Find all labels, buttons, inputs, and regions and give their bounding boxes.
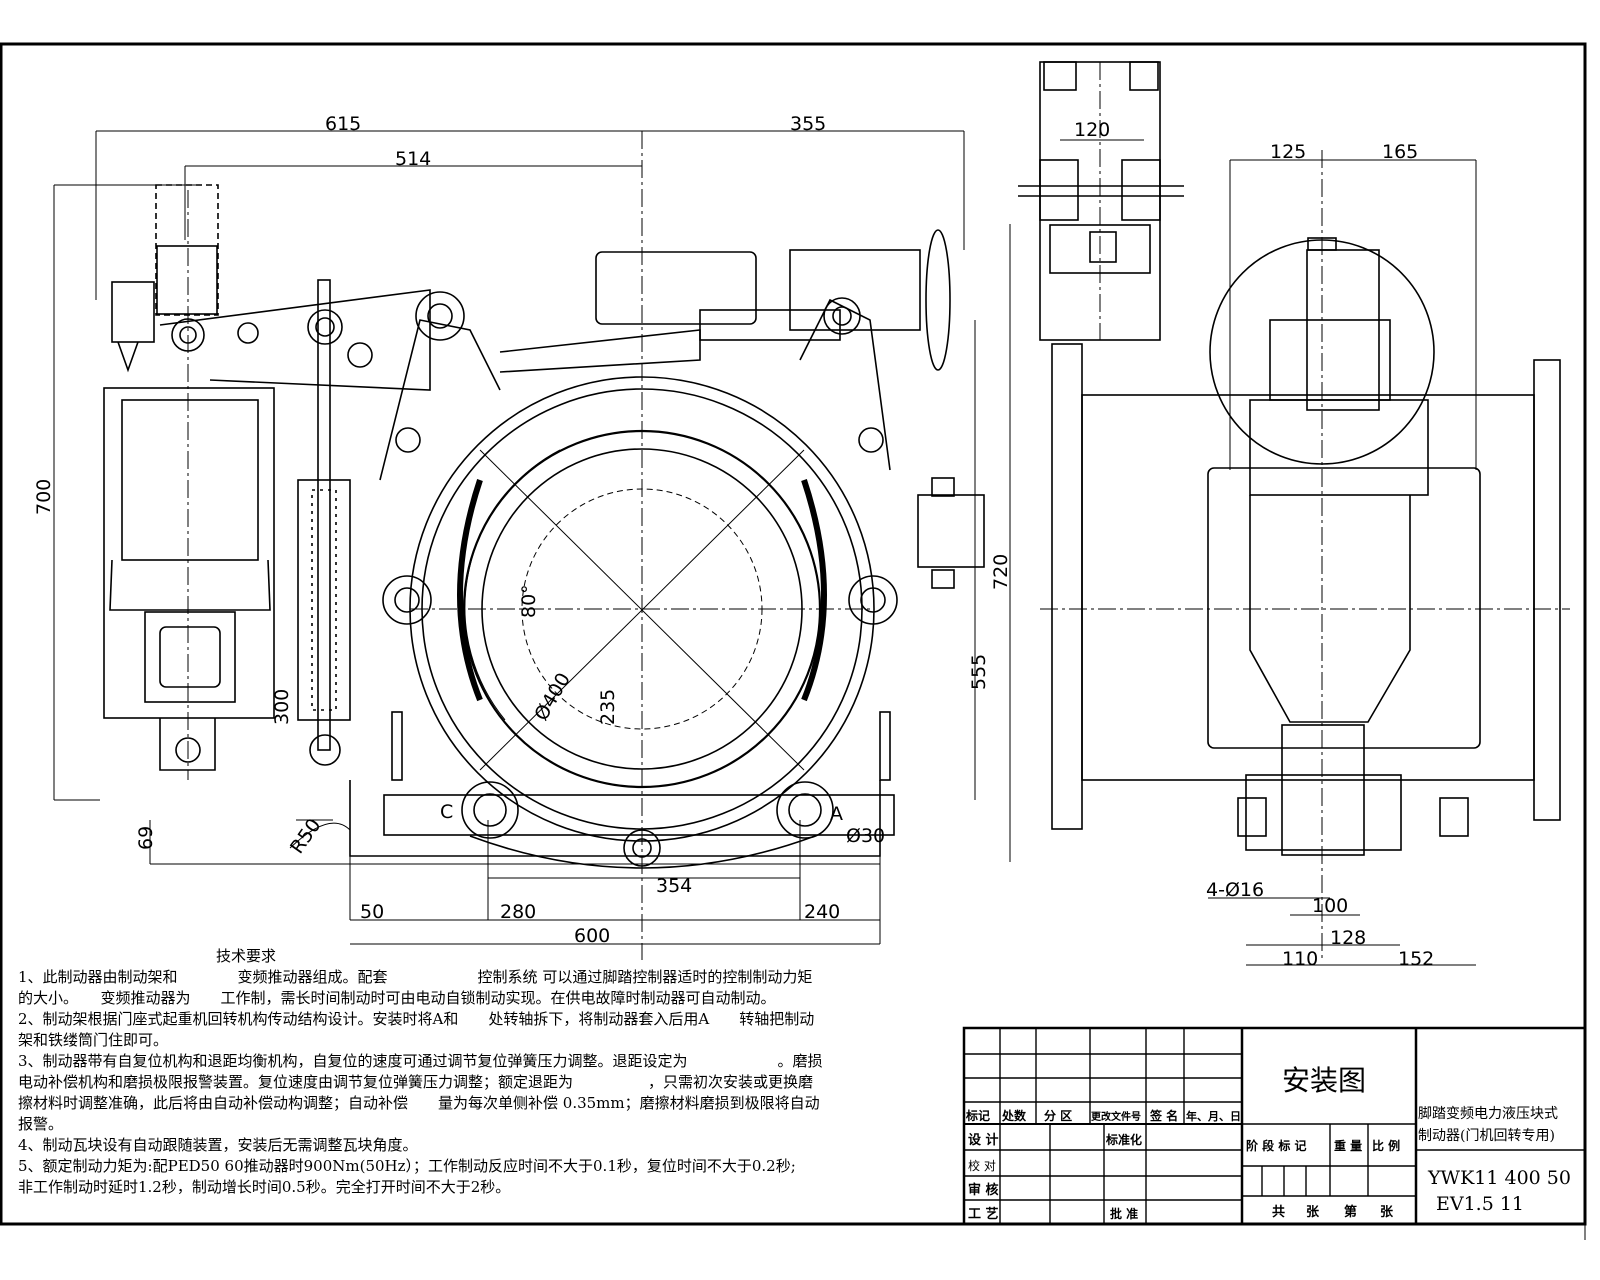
note-line: 非工作制动时延时1.2秒，制动增长时间0.5秒。完全打开时间不大于2秒。 <box>18 1178 511 1196</box>
dim-152: 152 <box>1398 948 1434 970</box>
dimension-labels: 615 355 514 700 720 555 300 69 R50 280 2… <box>33 113 1434 970</box>
dim-4-o16: 4-Ø16 <box>1206 879 1264 901</box>
note-line: 2、制动架根据门座式起重机回转机构传动结构设计。安装时将A和 处转轴拆下，将制动… <box>18 1010 815 1028</box>
dim-r50: R50 <box>286 815 325 858</box>
note-line: 的大小。 变频推动器为 工作制，需长时间制动时可由电动自锁制动实现。在供电故障时… <box>18 989 776 1007</box>
dim-280: 280 <box>500 901 536 923</box>
note-line: 擦材料时调整准确，此后将由自动补偿动构调整；自动补偿 量为每次单侧补偿 0.35… <box>18 1094 820 1112</box>
dim-110: 110 <box>1282 948 1318 970</box>
note-line: 4、制动瓦块设有自动跟随装置，安装后无需调整瓦块角度。 <box>18 1136 418 1154</box>
side-view <box>1040 150 1570 966</box>
dim-o30: Ø30 <box>846 825 885 847</box>
sheet-total: 共 <box>1272 1204 1285 1220</box>
dim-120: 120 <box>1074 119 1110 141</box>
sheet-unit-2: 张 <box>1380 1205 1394 1220</box>
dim-235: 235 <box>597 689 619 725</box>
dim-o400: Ø400 <box>530 669 575 724</box>
standardize-label: 标准化 <box>1105 1132 1142 1147</box>
stage-mark-label: 阶 段 标 记 <box>1246 1138 1307 1153</box>
sheet-number: 第 <box>1344 1204 1357 1220</box>
dim-50: 50 <box>360 901 384 923</box>
title-block <box>962 1026 1587 1226</box>
scale-label: 比 例 <box>1372 1138 1400 1153</box>
dim-165: 165 <box>1382 141 1418 163</box>
dim-69: 69 <box>135 826 157 850</box>
notes-heading: 技术要求 <box>216 947 277 965</box>
role-design: 设 计 <box>968 1132 999 1148</box>
product-name-line-1: 脚踏变频电力液压块式 <box>1418 1106 1558 1122</box>
title-block-text: 安装图 标记 处数 分 区 更改文件号 签 名 年、月、日 设 计 校 对 审 … <box>965 1064 1571 1222</box>
dim-514: 514 <box>395 148 431 170</box>
mark-a: A <box>830 803 843 825</box>
dim-240: 240 <box>804 901 840 923</box>
note-line: 1、此制动器由制动架和 变频推动器组成。配套 控制系统 可以通过脚踏控制器适时的… <box>18 968 813 986</box>
dim-125: 125 <box>1270 141 1306 163</box>
header-zone: 分 区 <box>1044 1108 1072 1123</box>
dim-720: 720 <box>990 554 1012 590</box>
drawing-title: 安装图 <box>1282 1064 1366 1097</box>
header-change-doc: 更改文件号 <box>1091 1110 1141 1123</box>
dim-100: 100 <box>1312 895 1348 917</box>
dim-354: 354 <box>656 875 692 897</box>
dim-128: 128 <box>1330 927 1366 949</box>
note-line: 3、制动器带有自复位机构和退距均衡机构，自复位的速度可通过调节复位弹簧压力调整。… <box>18 1052 823 1070</box>
approve-label: 批 准 <box>1110 1206 1138 1221</box>
header-signature: 签 名 <box>1149 1108 1178 1123</box>
note-line: 电动补偿机构和磨损极限报警装置。复位速度由调节复位弹簧压力调整；额定退距为 ，只… <box>18 1073 814 1091</box>
sheet-unit-1: 张 <box>1306 1205 1320 1220</box>
mark-c: C <box>440 801 453 823</box>
dim-615: 615 <box>325 113 361 135</box>
header-count: 处数 <box>1001 1108 1027 1123</box>
front-view <box>53 130 1011 960</box>
dim-700: 700 <box>33 479 55 515</box>
dim-355: 355 <box>790 113 826 135</box>
note-line: 5、额定制动力矩为:配PED50 60推动器时900Nm(50Hz）；工作制动反… <box>18 1157 796 1175</box>
dim-300: 300 <box>271 689 293 725</box>
header-date: 年、月、日 <box>1186 1109 1241 1123</box>
role-check: 校 对 <box>968 1158 996 1173</box>
role-review: 审 核 <box>968 1182 999 1198</box>
dim-600: 600 <box>574 925 610 947</box>
dim-80-deg: 80° <box>518 584 540 618</box>
technical-requirements: 技术要求 1、此制动器由制动架和 变频推动器组成。配套 控制系统 可以通过脚踏控… <box>18 946 938 1198</box>
role-process: 工 艺 <box>968 1206 999 1222</box>
model-line-1: YWK11 400 50 <box>1427 1167 1571 1189</box>
note-line: 架和铁缕筒门住即可。 <box>18 1031 169 1049</box>
dim-555: 555 <box>968 654 990 690</box>
product-name-line-2: 制动器(门机回转专用) <box>1418 1128 1555 1144</box>
top-view <box>1018 61 1184 341</box>
note-line: 报警。 <box>18 1115 64 1133</box>
weight-label: 重 量 <box>1334 1138 1362 1153</box>
model-line-2: EV1.5 11 <box>1436 1193 1524 1215</box>
header-revision-mark: 标记 <box>965 1108 990 1123</box>
